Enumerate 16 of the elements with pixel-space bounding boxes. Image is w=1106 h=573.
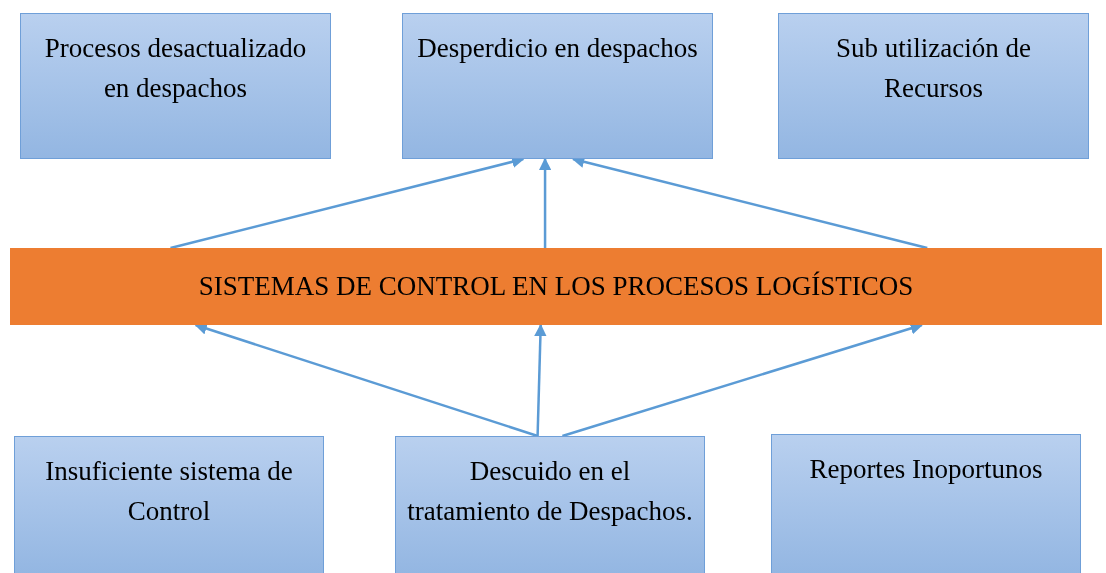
process-box <box>778 13 1089 159</box>
process-box <box>402 13 713 159</box>
box-label: Reportes Inoportunos <box>809 453 1043 486</box>
box-label: Desperdicio en despachos <box>417 32 698 65</box>
process-box <box>20 13 331 159</box>
arrow <box>538 157 552 248</box>
box-label: Descuido en el tratamiento de Despachos. <box>406 455 694 528</box>
arrow <box>534 323 547 437</box>
box-label: Procesos desactualizado en despachos <box>43 32 308 105</box>
banner-bar <box>10 248 1102 325</box>
box-label: Sub utilización de Recursos <box>835 32 1032 105</box>
box-label: Insuficiente sistema de Control <box>44 455 294 528</box>
process-box <box>771 434 1081 573</box>
process-box <box>395 436 705 573</box>
process-box <box>14 436 324 573</box>
box-label: SISTEMAS DE CONTROL EN LOS PROCESOS LOGÍSTICOS <box>198 271 914 302</box>
